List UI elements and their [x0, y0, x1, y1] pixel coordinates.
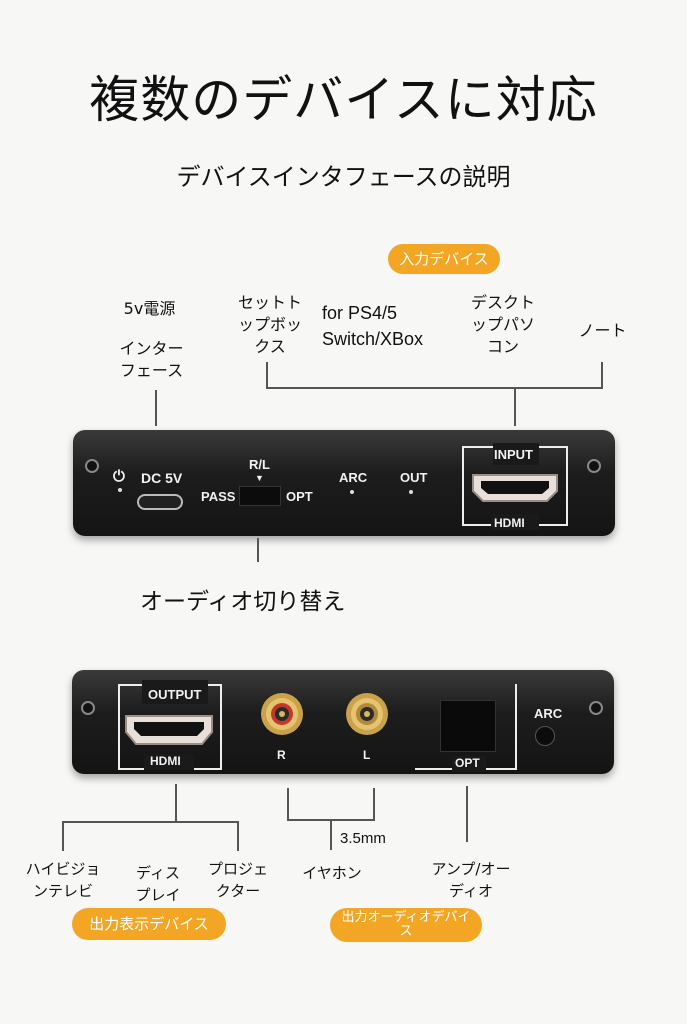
out-led [409, 490, 413, 494]
l-label: L [363, 748, 371, 762]
output-device-display: ディスプレイ [135, 864, 181, 904]
display-devices-badge: 出力表示デバイス [72, 908, 226, 940]
rca-l-line [373, 788, 375, 820]
hdmi-input-port[interactable] [471, 473, 559, 503]
input-label: INPUT [494, 447, 533, 462]
power-interface-label: インターフェース [119, 339, 184, 380]
opt-switch-label: OPT [286, 489, 313, 504]
hdmi-input-label: HDMI [494, 516, 525, 530]
audio-switch-label: オーディオ切り替え [140, 589, 346, 615]
usb-c-port[interactable] [137, 494, 183, 510]
arc-button-label: ARC [534, 706, 563, 721]
opt-line [466, 786, 468, 842]
switch-connector-line [257, 538, 259, 562]
rca-r-port[interactable] [260, 692, 304, 736]
input-device-desktop-pc: デスクトップパソコン [470, 293, 535, 356]
out-label: OUT [400, 470, 428, 485]
pass-label: PASS [201, 489, 236, 504]
splitter-front-panel: ⏻ DC 5V R/L ▼ PASS OPT ARC OUT INPUT HDM… [73, 430, 615, 536]
input-device-laptop: ノート [578, 321, 627, 340]
power-label: 5v電源 [123, 299, 176, 318]
page-title: 複数のデバイスに対応 [89, 71, 598, 129]
screw [589, 701, 603, 715]
hdmi-output-port[interactable] [124, 714, 214, 746]
output-device-projector: プロジェクター [207, 860, 268, 900]
rca-l-port[interactable] [345, 692, 389, 736]
power-led [118, 488, 122, 492]
dc-label: DC 5V [141, 470, 183, 486]
output-device-hdtv: ハイビジョンテレビ [25, 860, 101, 900]
rca-r-line [287, 788, 289, 820]
output-device-amp: アンプ/オーディオ [431, 860, 511, 900]
optical-port[interactable] [440, 700, 496, 752]
arc-button[interactable] [535, 726, 555, 746]
bracket-horizontal [266, 387, 603, 389]
screw [85, 459, 99, 473]
input-devices-badge: 入力デバイス [388, 244, 500, 274]
arc-label: ARC [339, 470, 368, 485]
page-subtitle: デバイスインタフェースの説明 [176, 163, 511, 191]
hdmi-out-line [175, 784, 177, 822]
bracket-left [266, 362, 268, 388]
switch-arrow-icon: ▼ [255, 473, 264, 483]
output-label: OUTPUT [148, 687, 202, 702]
power-icon: ⏻ [113, 468, 125, 485]
power-connector-line [155, 390, 157, 426]
opt-label: OPT [455, 756, 480, 770]
r-label: R [277, 748, 286, 762]
arc-led [350, 490, 354, 494]
mm-label: 3.5mm [340, 830, 386, 847]
audio-devices-badge: 出力オーディオデバイス [330, 908, 482, 942]
display-bracket [62, 821, 238, 823]
screw [81, 701, 95, 715]
rl-label: R/L [249, 457, 270, 472]
hdmi-output-label: HDMI [150, 754, 181, 768]
bracket-right [601, 362, 603, 388]
bracket-to-input [514, 388, 516, 426]
screw [587, 459, 601, 473]
input-device-set-top-box: セットトップボックス [237, 293, 302, 356]
output-device-earphones: イヤホン [302, 864, 362, 882]
audio-mode-switch[interactable] [239, 486, 281, 506]
splitter-back-panel: OUTPUT HDMI R L OPT ARC [72, 670, 614, 774]
